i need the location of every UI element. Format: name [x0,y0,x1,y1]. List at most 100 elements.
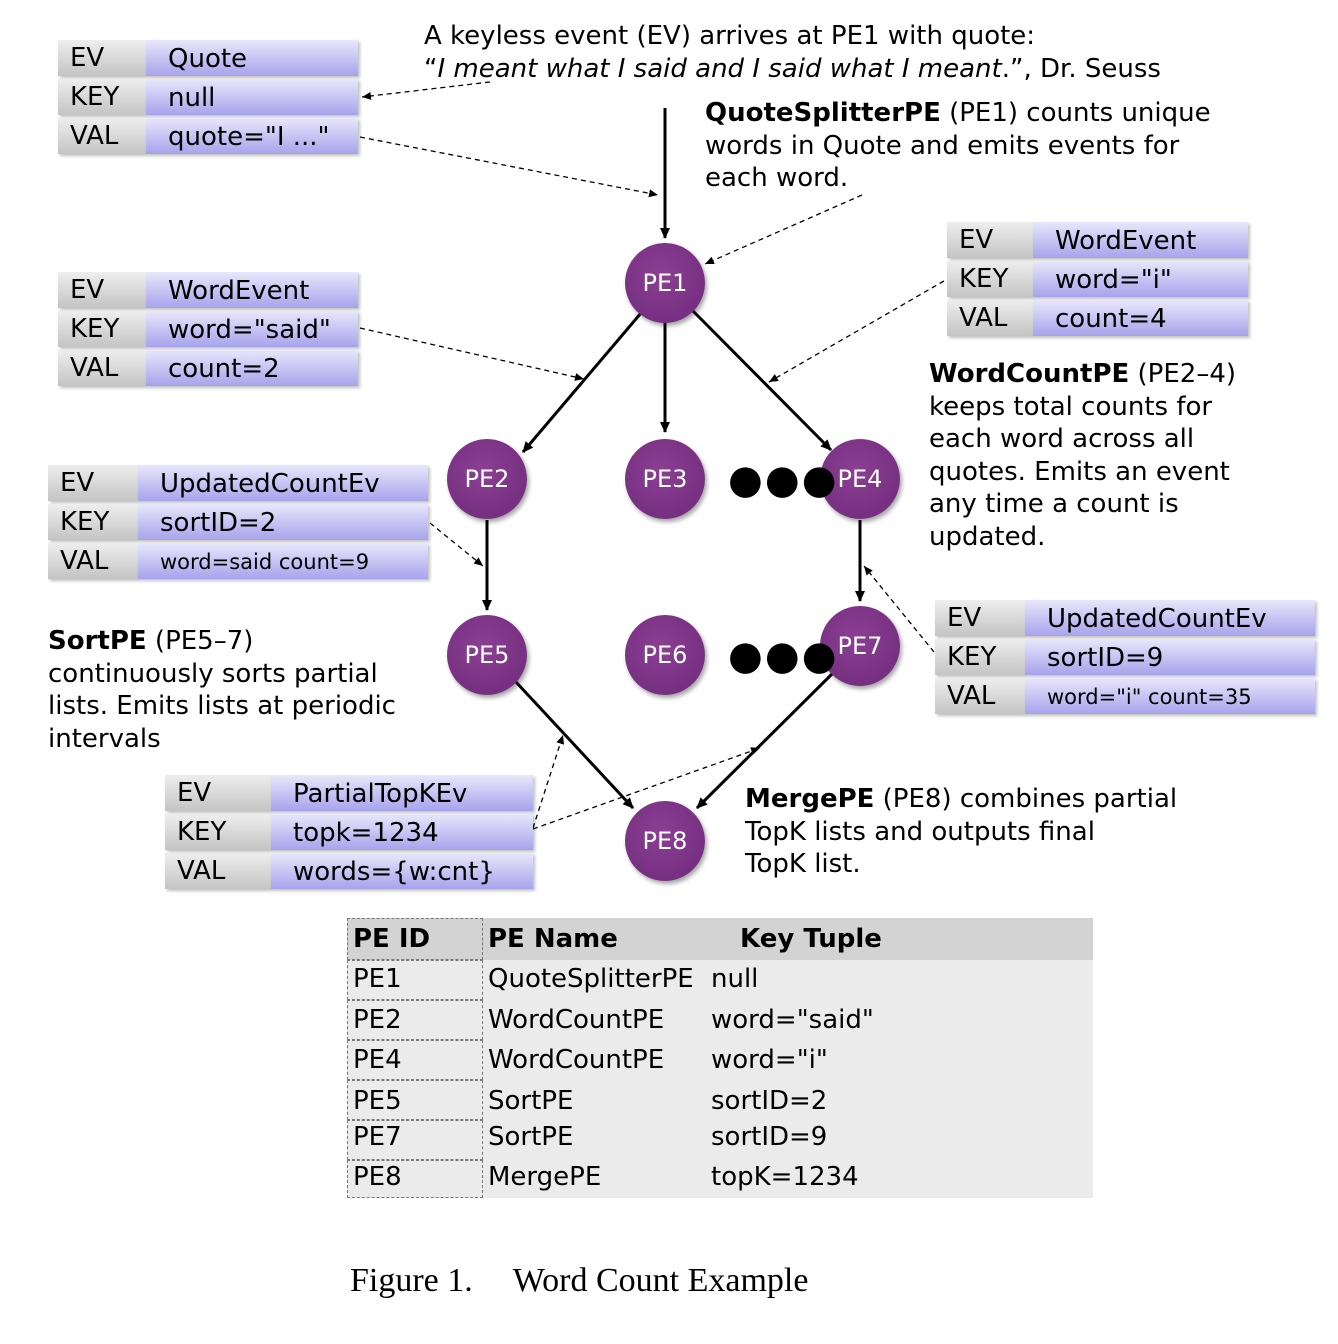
pointer-topk-right [532,747,761,830]
ev-label: EV [165,775,271,811]
node-pe4: PE4 [820,439,900,519]
desc-merge: MergePE (PE8) combines partial TopK list… [745,783,1177,881]
desc-line: quotes. Emits an event [929,456,1230,487]
id-cell-border [347,918,483,960]
ellipsis-dots-row2: ●●● [728,633,839,679]
desc-line: MergePE (PE8) combines partial [745,783,1177,816]
figure-caption: Figure 1. Word Count Example [350,1262,808,1300]
cell-pe-name: WordCountPE [488,1045,665,1075]
cell-pe-id: PE4 [353,1045,402,1075]
node-pe1: PE1 [625,243,705,323]
intro-text: A keyless event (EV) arrives at PE1 with… [424,20,1161,85]
key-value: word="i" [1033,261,1248,297]
desc-line: TopK lists and outputs final [745,816,1095,847]
id-cell-border [347,1080,483,1120]
desc-rest: (PE8) combines partial [874,784,1178,814]
node-pe6: PE6 [625,615,705,695]
cell-pe-id: PE1 [353,964,402,994]
arrow-pe5-pe8 [514,680,635,810]
val-value: count=2 [146,350,358,386]
caption-label: Figure 1. [350,1262,473,1299]
val-value: word="i" count=35 [1025,678,1315,714]
caption-text: Word Count Example [512,1262,809,1299]
desc-bold: WordCountPE [929,359,1130,389]
pe-key-table: PE ID PE Name Key Tuple PE1 QuoteSplitte… [347,918,1093,1198]
key-label: KEY [165,814,271,850]
cell-pe-name: QuoteSplitterPE [488,964,694,994]
desc-bold: QuoteSplitterPE [705,98,941,128]
desc-rest: (PE5–7) [146,626,254,656]
ev-value: UpdatedCountEv [1025,600,1315,636]
id-cell-border [347,960,483,1000]
desc-bold: MergePE [745,784,875,814]
key-value: topk=1234 [271,814,533,850]
desc-line: QuoteSplitterPE (PE1) counts unique [705,97,1211,130]
node-pe7: PE7 [820,606,900,686]
key-value: word="said" [146,311,358,347]
pointer-val-pe1 [359,136,659,198]
key-label: KEY [58,79,146,115]
desc-bold: SortPE [48,626,147,656]
val-label: VAL [935,678,1025,714]
quote-close: .”, Dr. Seuss [1001,53,1161,84]
ev-label: EV [58,272,146,308]
val-value: quote="I ..." [146,118,358,154]
header-key-tuple: Key Tuple [740,924,882,954]
cell-key-tuple: topK=1234 [711,1162,859,1192]
cell-pe-name: SortPE [488,1122,574,1152]
desc-line: each word. [705,163,849,193]
cell-key-tuple: word="said" [711,1005,874,1035]
desc-line: SortPE (PE5–7) [48,625,396,658]
intro-line2: “I meant what I said and I said what I m… [424,53,1161,86]
pointer-sort9-arrow [863,565,935,653]
val-label: VAL [58,118,146,154]
desc-line: words in Quote and emits events for [705,130,1180,161]
val-value: words={w:cnt} [271,853,533,889]
ev-value: PartialTopKEv [271,775,533,811]
ev-label: EV [48,465,138,501]
table-header [347,918,1093,960]
desc-line: any time a count is [929,489,1179,519]
cell-key-tuple: sortID=2 [711,1086,828,1116]
pointer-desc-pe1 [704,194,863,265]
cell-key-tuple: word="i" [711,1045,828,1075]
cell-pe-id: PE5 [353,1086,402,1116]
key-value: sortID=9 [1025,639,1315,675]
ev-label: EV [58,40,146,76]
arrow-pe7-pe8 [695,672,834,810]
id-cell-border [347,1040,483,1080]
quote-italic: I meant what I said and I said what I me… [437,53,1002,84]
desc-line: continuously sorts partial [48,658,378,689]
cell-pe-id: PE8 [353,1162,402,1192]
node-pe2: PE2 [447,439,527,519]
desc-line: each word across all [929,424,1195,454]
arrow-pe1-pe4 [691,309,833,452]
val-label: VAL [48,543,138,579]
intro-line1: A keyless event (EV) arrives at PE1 with… [424,21,1036,51]
cell-pe-name: SortPE [488,1086,574,1116]
arrow-pe1-pe2 [521,312,643,453]
pointer-said-arrow [359,327,585,381]
desc-sort: SortPE (PE5–7) continuously sorts partia… [48,625,396,755]
desc-line: updated. [929,521,1046,552]
key-value: null [146,79,358,115]
id-cell-border [347,1000,483,1040]
desc-line: lists. Emits lists at periodic [48,691,396,721]
desc-rest: (PE1) counts unique [940,98,1211,128]
val-value: count=4 [1033,300,1248,336]
desc-line: intervals [48,723,161,754]
desc-line: keeps total counts for [929,391,1213,422]
ev-value: WordEvent [1033,222,1248,258]
cell-pe-id: PE7 [353,1122,402,1152]
key-label: KEY [48,504,138,540]
desc-line: WordCountPE (PE2–4) [929,358,1236,391]
cell-pe-id: PE2 [353,1005,402,1035]
desc-rest: (PE2–4) [1129,359,1237,389]
key-label: KEY [58,311,146,347]
cell-key-tuple: null [711,964,759,994]
node-pe5: PE5 [447,615,527,695]
header-pe-id: PE ID [353,924,431,954]
val-label: VAL [58,350,146,386]
ev-value: UpdatedCountEv [138,465,428,501]
